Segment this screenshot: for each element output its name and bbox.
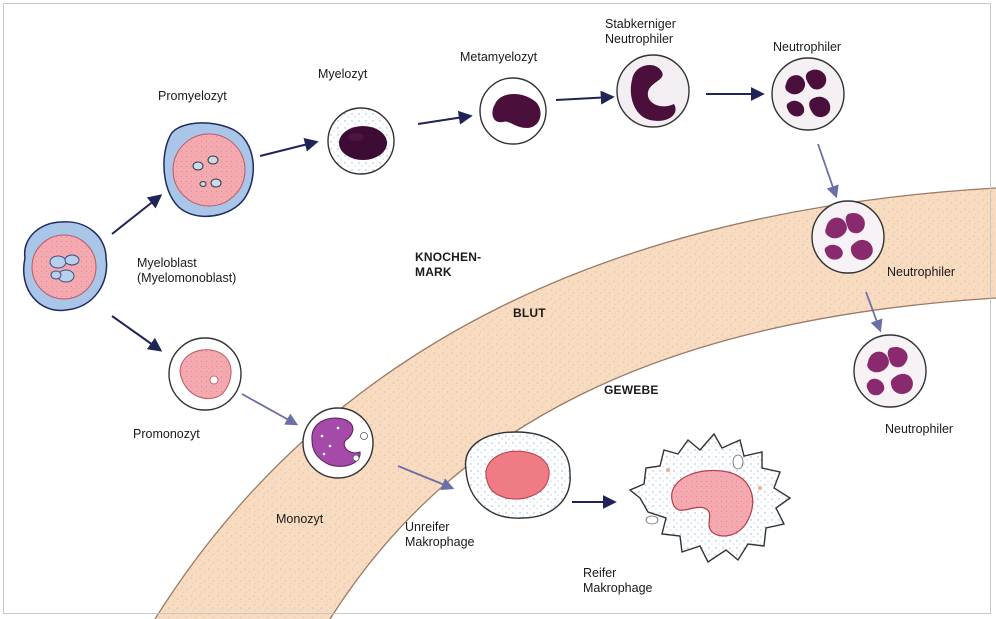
promonozyt-label: Promonozyt [133,427,200,442]
neutrophiler-marrow-cell [772,58,844,130]
promyelozyt-label: Promyelozyt [158,89,227,104]
stabkerniger-label: Stabkerniger Neutrophiler [605,17,676,47]
arrow-myeloblast-promyelozyt [112,196,160,234]
reifer-makrophage-cell [630,434,790,562]
monozyt-label: Monozyt [276,512,323,527]
zone-bone-marrow-label: KNOCHEN- MARK [415,250,481,280]
neutrophiler-tissue-cell [854,335,926,407]
arrow-promyelozyt-myelozyt [260,142,316,156]
zone-tissue-label: GEWEBE [604,383,659,398]
neutrophiler-tissue-label: Neutrophiler [885,422,953,437]
arrow-neutrophiler-blood [818,144,836,196]
stabkerniger-neutrophiler-cell [617,55,689,127]
arrow-promonozyt-monozyt [242,394,296,424]
unreifer-makrophage-label: Unreifer Makrophage [405,520,475,550]
neutrophiler-marrow-label: Neutrophiler [773,40,841,55]
arrow-metamyelozyt-stabkerniger [556,97,612,100]
unreifer-makrophage-cell [466,432,571,518]
arrow-myelozyt-metamyelozyt [418,116,470,124]
arrow-myeloblast-promonozyt [112,316,160,350]
myelozyt-cell [328,108,394,174]
neutrophiler-blood-label: Neutrophiler [887,265,955,280]
metamyelozyt-cell [480,78,546,144]
myeloblast-cell [24,222,107,311]
zone-blood-label: BLUT [513,306,546,321]
reifer-makrophage-label: Reifer Makrophage [583,566,653,596]
monozyt-cell [303,408,373,478]
promyelozyt-cell [164,123,253,216]
metamyelozyt-label: Metamyelozyt [460,50,537,65]
neutrophiler-blood-cell [812,201,884,273]
promonozyt-cell [169,338,241,410]
myeloblast-label: Myeloblast (Myelomonoblast) [137,256,236,286]
myelozyt-label: Myelozyt [318,67,367,82]
